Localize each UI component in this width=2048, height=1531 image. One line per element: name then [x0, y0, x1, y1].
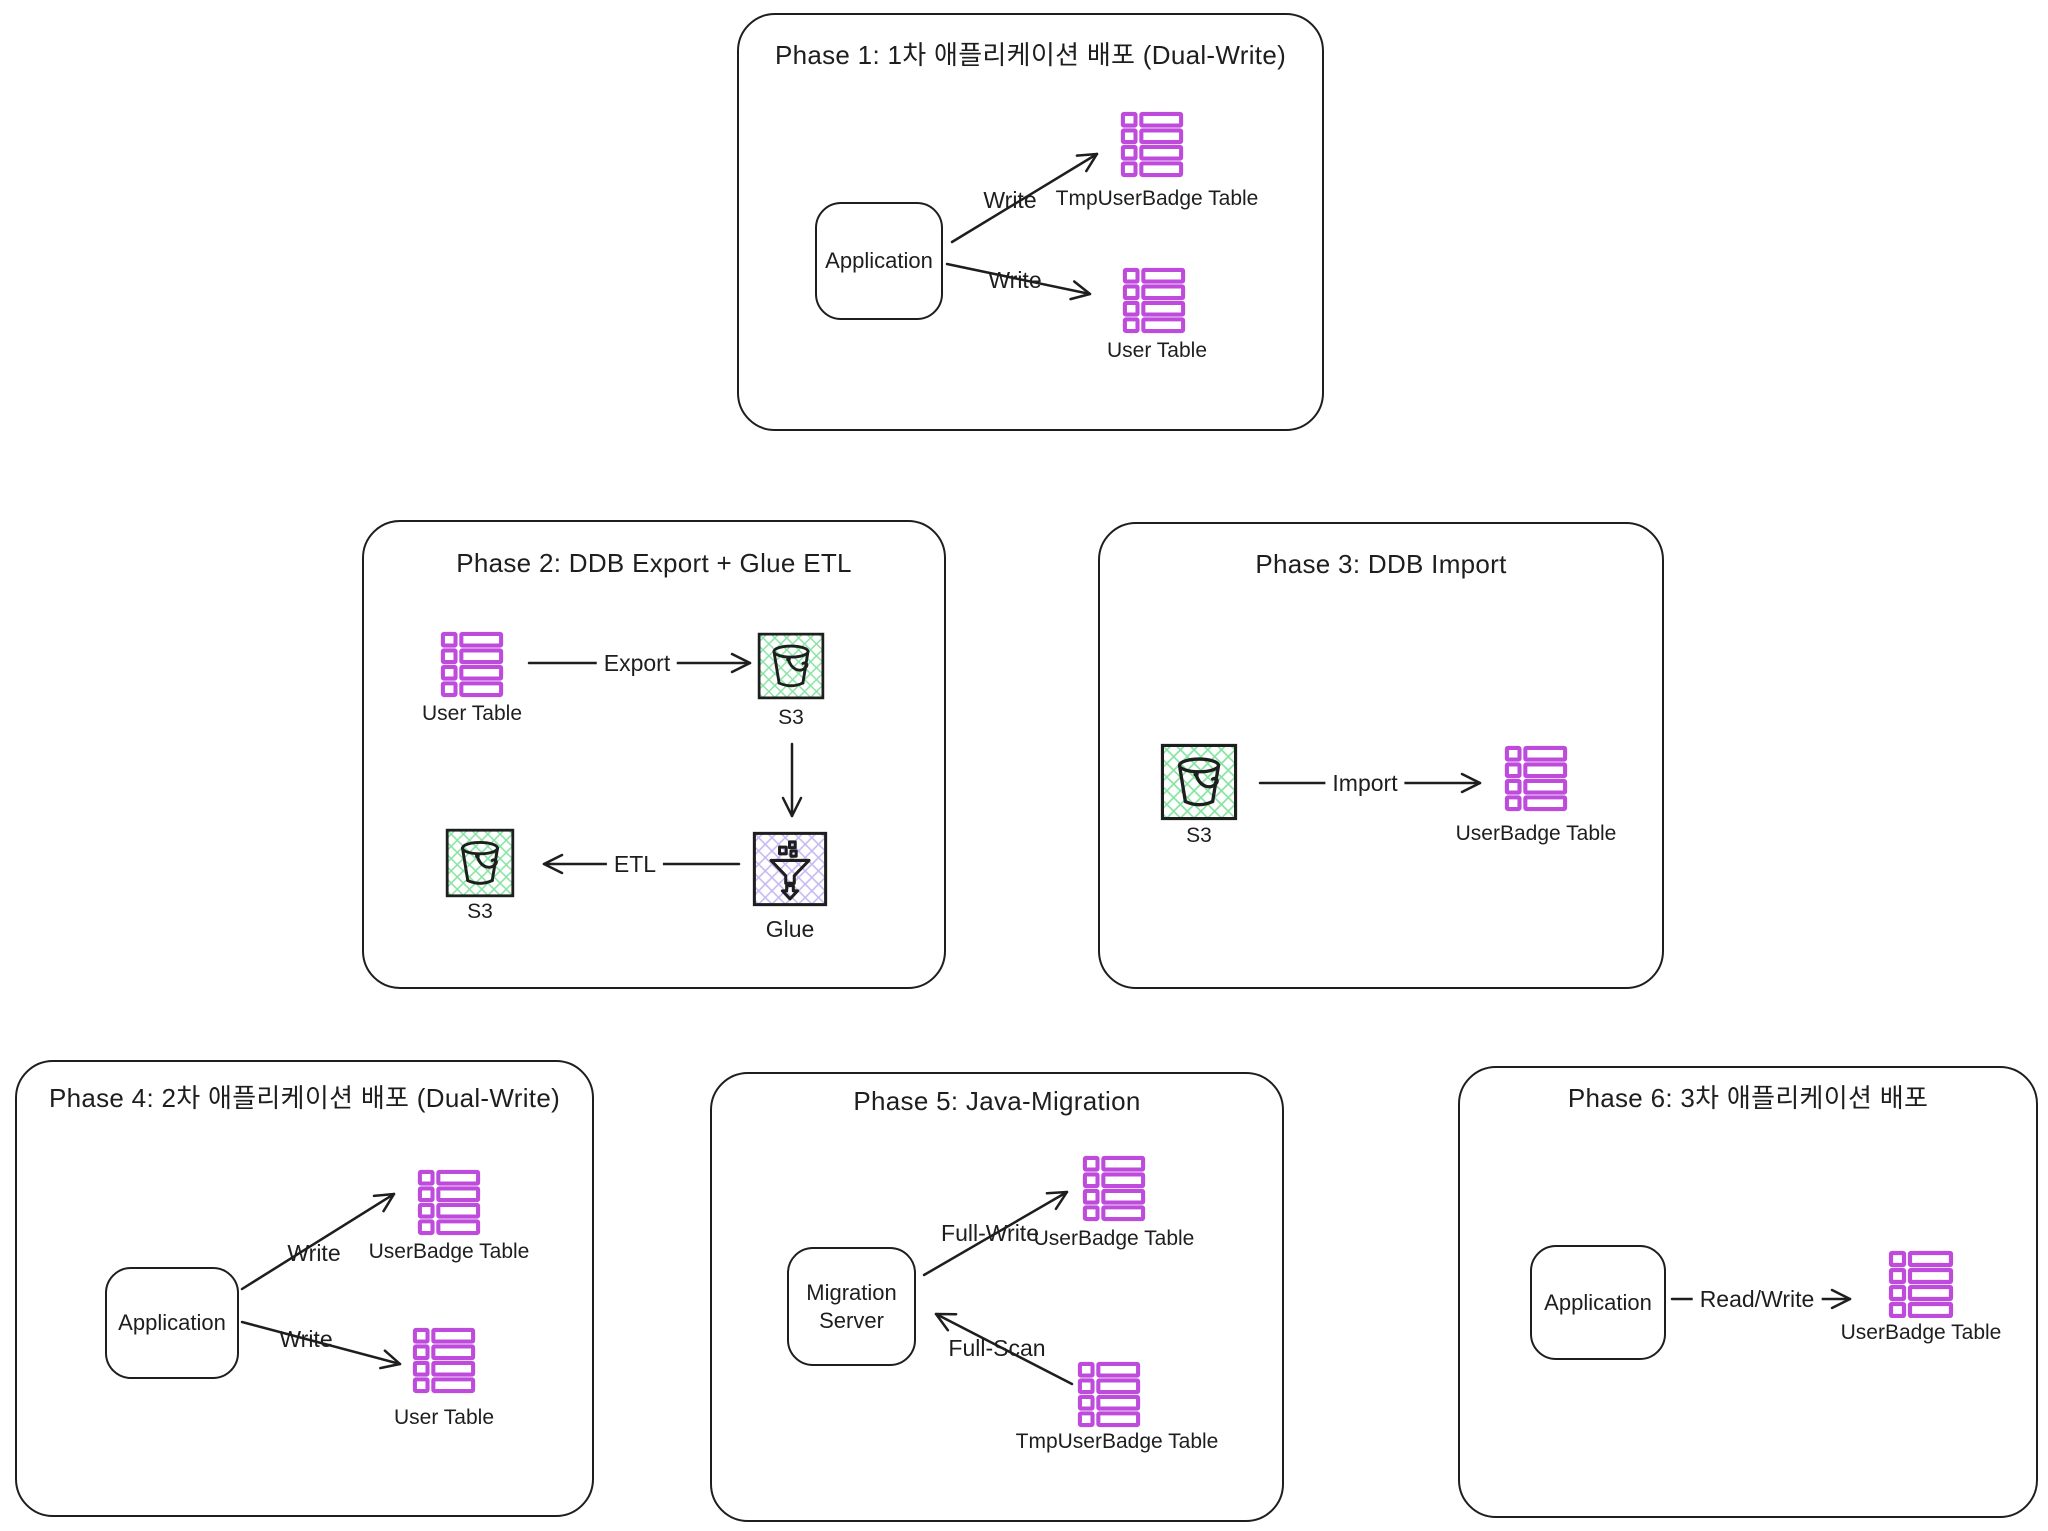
phase5-full-scan-label: Full-Scan — [948, 1335, 1046, 1361]
s3-bucket-icon — [757, 632, 825, 700]
dynamodb-table-icon — [417, 1168, 481, 1236]
phase1-application-label: Application — [825, 248, 933, 274]
phase2-s3-to-glue-arrow — [781, 742, 803, 818]
phase3-table-label: UserBadge Table — [1455, 822, 1617, 845]
phase-2-title: Phase 2: DDB Export + Glue ETL — [456, 548, 852, 578]
phase4-write-top-label: Write — [287, 1240, 341, 1266]
phase2-glue-label: Glue — [765, 916, 815, 942]
phase1-write-bottom-label: Write — [988, 267, 1042, 293]
phase5-table-bottom-label: TmpUserBadge Table — [1015, 1430, 1219, 1453]
phase3-import-label: Import — [1325, 770, 1405, 797]
phase2-export-label: Export — [596, 650, 678, 677]
phase4-write-bottom-arrow — [240, 1320, 402, 1370]
phase-1-panel: Phase 1: 1차 애플리케이션 배포 (Dual-Write) Appli… — [737, 13, 1324, 431]
dynamodb-table-icon — [1077, 1360, 1141, 1428]
phase6-application-node: Application — [1530, 1245, 1666, 1360]
phase1-table-top-label: TmpUserBadge Table — [1055, 187, 1259, 210]
phase-6-panel: Phase 6: 3차 애플리케이션 배포 Application Read/W… — [1458, 1066, 2038, 1518]
dynamodb-table-icon — [412, 1326, 476, 1394]
phase-4-panel: Phase 4: 2차 애플리케이션 배포 (Dual-Write) Appli… — [15, 1060, 594, 1517]
phase-1-title: Phase 1: 1차 애플리케이션 배포 (Dual-Write) — [774, 40, 1287, 70]
phase4-table-bottom-label: User Table — [394, 1406, 494, 1429]
phase1-write-top-arrow — [950, 152, 1099, 244]
phase1-table-bottom-label: User Table — [1107, 339, 1207, 362]
s3-bucket-icon — [1160, 743, 1238, 821]
phase5-full-write-label: Full-Write — [941, 1220, 1039, 1246]
phase2-user-table-label: User Table — [422, 702, 522, 725]
phase4-write-top-arrow — [240, 1192, 396, 1291]
dynamodb-table-icon — [1504, 744, 1568, 812]
phase-3-panel: Phase 3: DDB Import S3 Import UserBadge … — [1098, 522, 1664, 989]
dynamodb-table-icon — [1122, 266, 1186, 334]
phase-6-title: Phase 6: 3차 애플리케이션 배포 — [1567, 1083, 1929, 1113]
phase1-application-node: Application — [815, 202, 943, 320]
phase1-write-top-label: Write — [983, 187, 1037, 213]
dynamodb-table-icon — [1888, 1250, 1954, 1318]
phase6-application-label: Application — [1544, 1289, 1652, 1315]
phase-4-title: Phase 4: 2차 애플리케이션 배포 (Dual-Write) — [48, 1083, 561, 1113]
dynamodb-table-icon — [1120, 110, 1184, 178]
phase2-etl-label: ETL — [606, 851, 664, 878]
phase4-application-node: Application — [105, 1267, 239, 1379]
phase5-full-scan-arrow — [934, 1312, 1074, 1386]
dynamodb-table-icon — [1082, 1154, 1146, 1222]
phase5-migration-server-label: Migration Server — [806, 1280, 897, 1333]
phase6-table-label: UserBadge Table — [1840, 1321, 2002, 1344]
phase5-table-top-label: UserBadge Table — [1033, 1227, 1195, 1250]
phase6-read-write-label: Read/Write — [1692, 1286, 1822, 1313]
phase-2-panel: Phase 2: DDB Export + Glue ETL User Tabl… — [362, 520, 946, 989]
phase4-write-bottom-label: Write — [279, 1326, 333, 1352]
phase4-application-label: Application — [118, 1310, 226, 1336]
glue-funnel-icon — [752, 830, 828, 908]
phase-5-title: Phase 5: Java-Migration — [853, 1086, 1141, 1116]
phase2-s3-bottom-label: S3 — [467, 900, 493, 923]
phase-5-panel: Phase 5: Java-Migration Migration Server… — [710, 1072, 1284, 1522]
phase-3-title: Phase 3: DDB Import — [1255, 549, 1507, 579]
phase3-s3-label: S3 — [1186, 824, 1212, 847]
phase5-migration-server-node: Migration Server — [787, 1247, 916, 1366]
phase1-write-bottom-arrow — [945, 262, 1092, 301]
phase2-s3-top-label: S3 — [778, 706, 804, 729]
dynamodb-table-icon — [440, 630, 504, 698]
phase5-full-write-arrow — [922, 1190, 1069, 1277]
s3-bucket-icon — [445, 828, 515, 898]
phase4-table-top-label: UserBadge Table — [368, 1240, 530, 1263]
